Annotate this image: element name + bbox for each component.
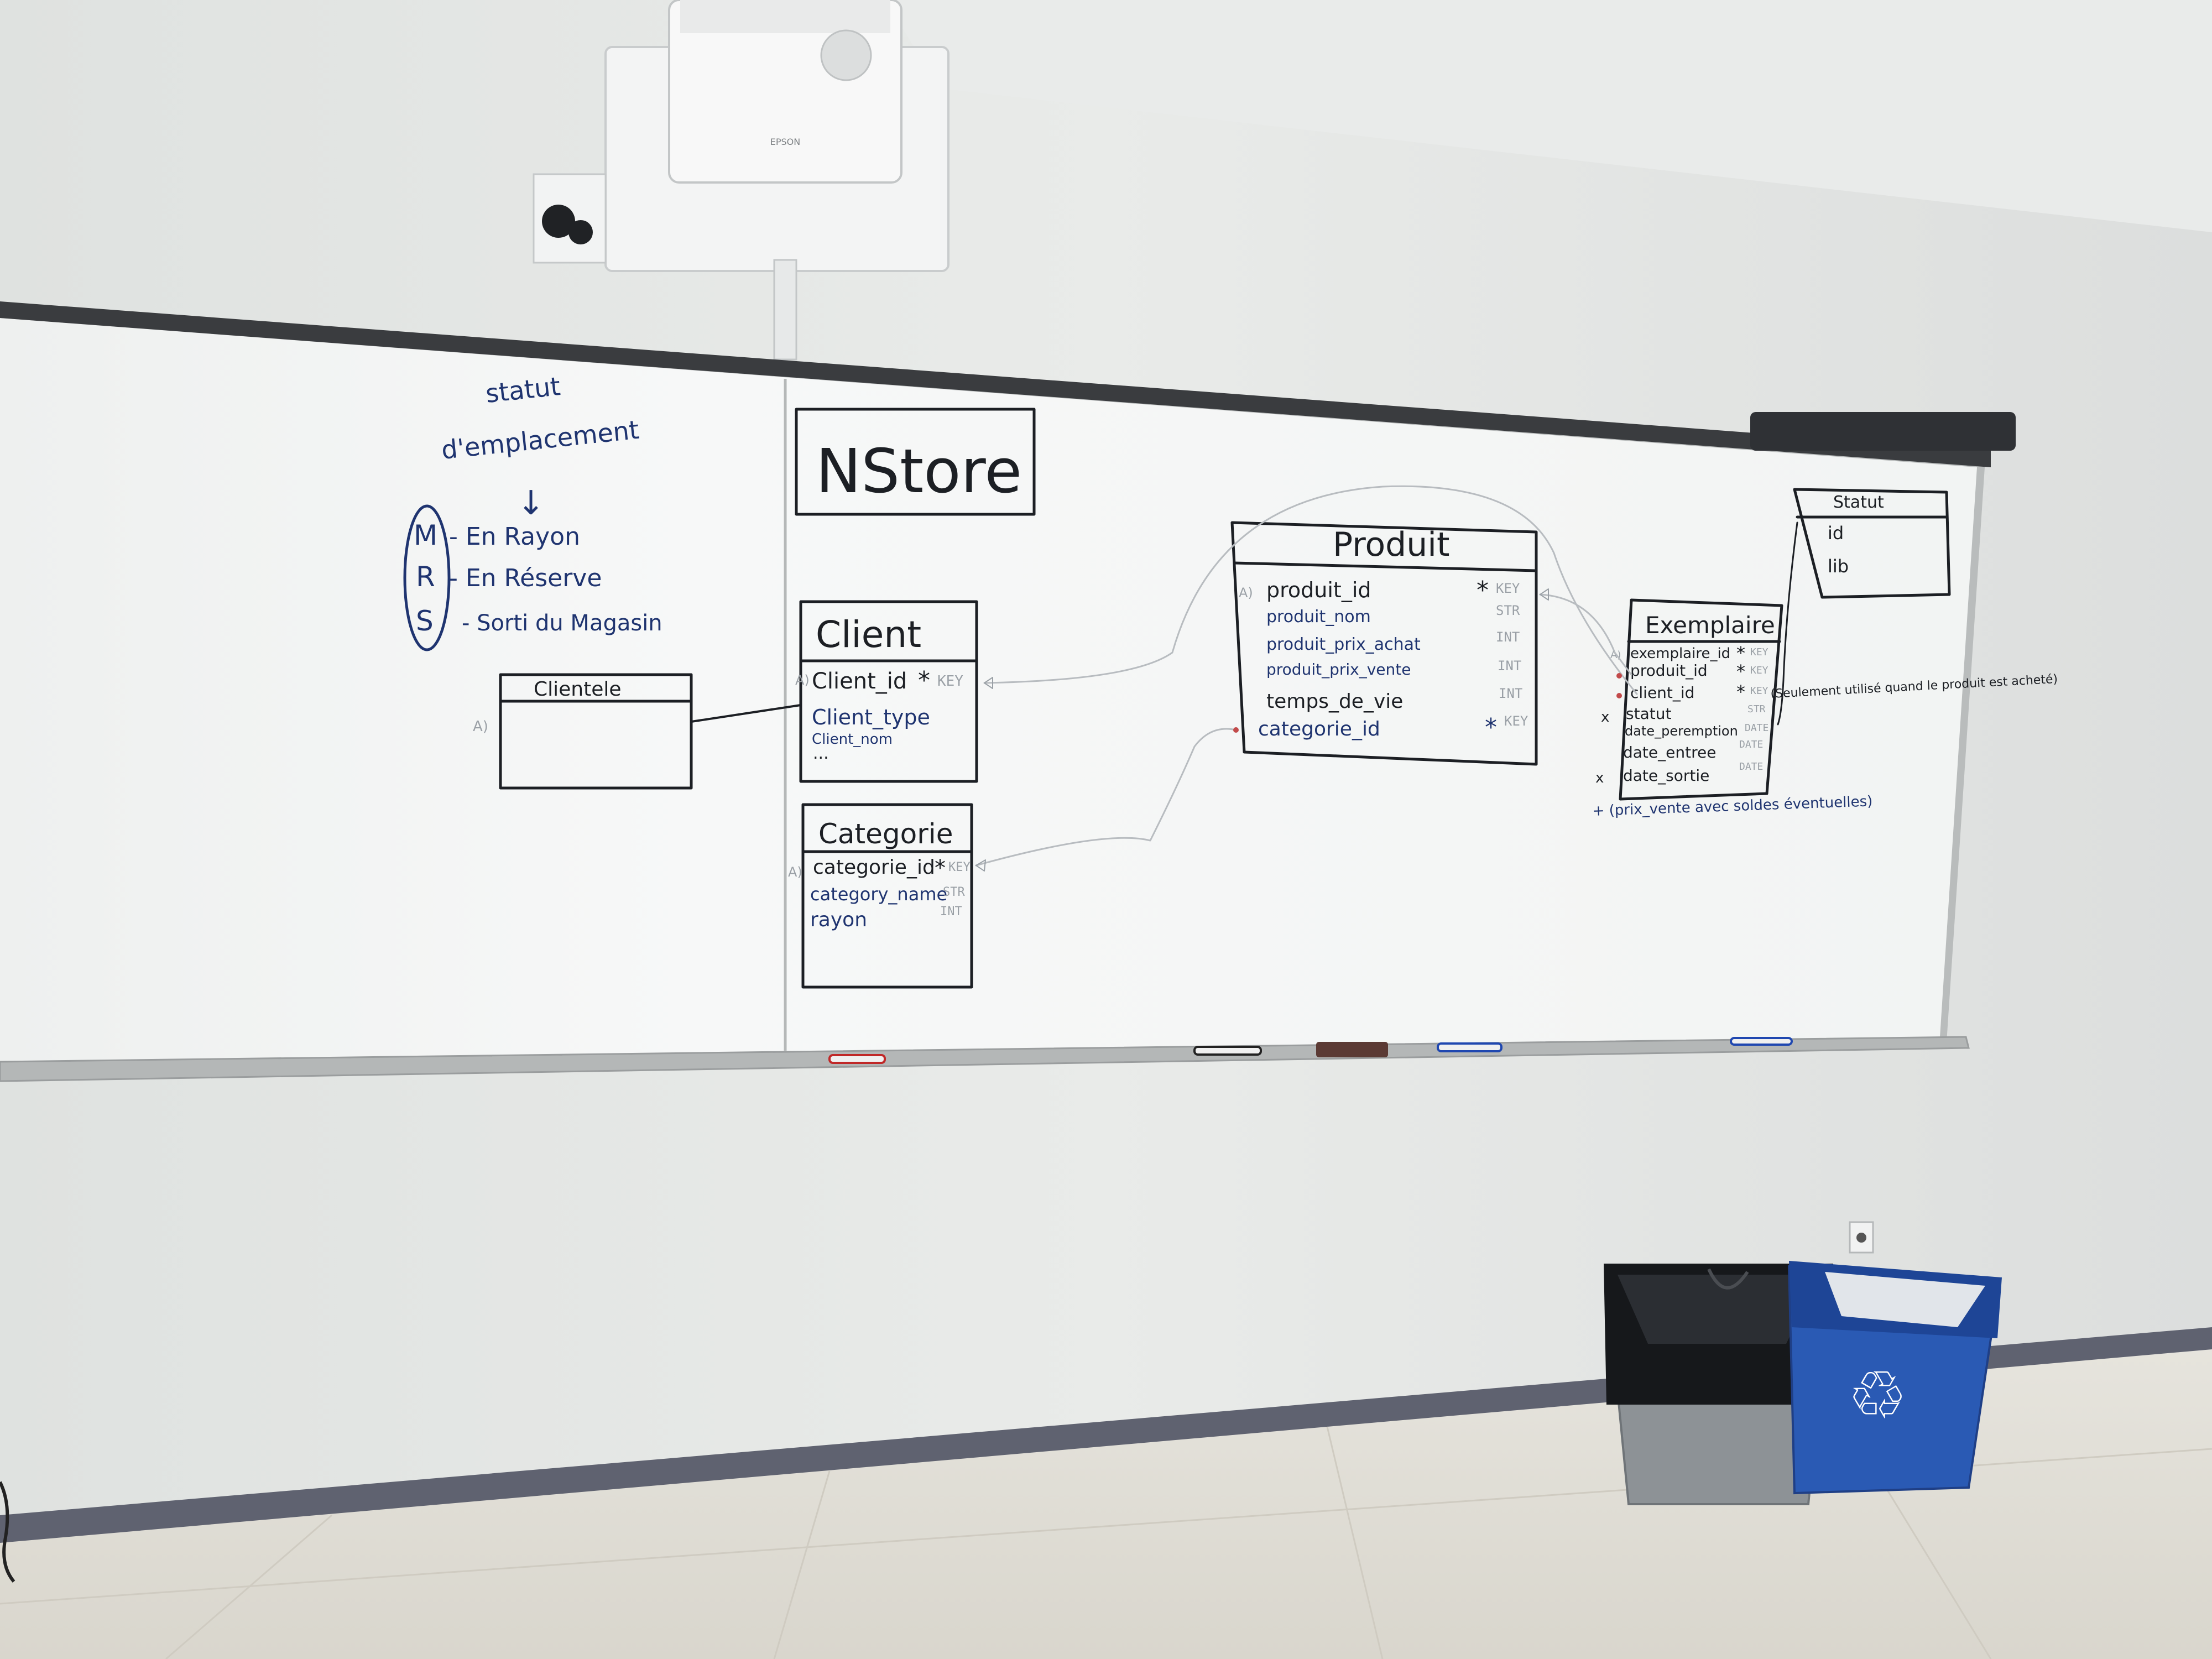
note-arrow: ↓ [517,484,545,523]
categorie-field-mark: * [935,855,946,881]
note-r-text: - En Réserve [449,564,602,592]
link-statut-exemplaire [1777,521,1798,726]
produit-field-name: categorie_id [1258,718,1380,740]
exemplaire-field-mark: * [1736,681,1745,702]
client-field-name: Client_type [812,705,930,729]
exemplaire-field-name: date_peremption [1625,723,1738,739]
categorie-field-type: KEY [948,860,971,874]
arrowhead-categorie [975,859,986,872]
connector-dot [1233,727,1239,733]
categorie-field-name: categorie_id [813,856,935,879]
exemplaire-field-type: KEY [1750,685,1768,697]
exemplaire-field-type: DATE [1745,722,1768,734]
categorie-field-type: STR [943,885,965,899]
exemplaire-field-name: date_entree [1623,743,1716,761]
categorie-ai: A) [788,864,802,880]
board-eraser [1750,412,2016,451]
client-field-mark: * [918,666,930,695]
link-produit-exemplaire [1539,593,1632,676]
arrowhead-client [984,677,993,689]
note-s-text: - Sorti du Magasin [462,611,662,636]
recycle-symbol: ♲ [1848,1358,1907,1434]
table-statut: Statut id lib [1793,488,1951,599]
note-m: M [414,519,437,551]
exemplaire-x-mark: x [1601,709,1609,726]
projector-brand: EPSON [770,137,800,147]
produit-ai: A) [1239,585,1253,601]
exemplaire-field-type: KEY [1750,646,1768,658]
recycling-bin: ♲ [1787,1261,2002,1495]
projector-mount: EPSON [604,0,950,361]
table-client: Client A) Client_id * KEY Client_type Cl… [795,600,978,783]
relationship-lines [690,485,1798,872]
exemplaire-field-name: client_id [1630,684,1694,702]
categorie-field-name: category_name [810,884,947,905]
exemplaire-field-name: exemplaire_id [1630,645,1730,662]
produit-field-name: produit_prix_achat [1266,635,1421,654]
statut-title: Statut [1833,493,1884,512]
exemplaire-field-type: STR [1747,703,1766,715]
exemplaire-field-mark: * [1736,661,1745,682]
note-r: R [416,561,435,593]
link-categorie-produit [975,728,1237,867]
produit-field-name: produit_nom [1266,607,1371,627]
exemplaire-x-mark: x [1595,770,1604,786]
produit-field-name: produit_prix_vente [1266,660,1411,679]
produit-field-type: INT [1499,686,1522,701]
whiteboard [0,301,2016,1082]
exemplaire-title: Exemplaire [1645,612,1775,639]
statut-field: id [1828,523,1844,544]
note-m-text: - En Rayon [449,523,580,551]
clientele-title: Clientele [534,678,622,701]
produit-field-type: KEY [1496,581,1520,596]
nstore-title: NStore [816,436,1022,507]
mrs-oval [403,504,451,651]
trash-bin [1604,1264,1833,1505]
produit-field-type: KEY [1504,713,1528,729]
link-client-exemplaire [983,485,1638,695]
wall-outlet-plug [533,173,607,264]
produit-field-mark: * [1485,713,1497,742]
table-categorie: Categorie A) categorie_id * KEY category… [788,803,973,989]
categorie-field-name: rayon [810,909,867,931]
produit-title: Produit [1333,525,1450,564]
cable [0,1481,15,1583]
produit-field-type: INT [1496,629,1520,645]
client-ai: A) [795,672,810,688]
exemplaire-field-name: statut [1626,705,1671,723]
nstore-title-box: NStore [795,408,1036,516]
clientele-ai: A) [473,718,488,735]
produit-field-type: INT [1498,658,1521,674]
exemplaire-field-name: produit_id [1630,661,1708,680]
floor-outlet [1849,1221,1874,1254]
produit-field-type: STR [1496,603,1520,618]
connector-dot [1616,673,1622,679]
categorie-field-type: INT [940,905,962,919]
exemplaire-field-mark: * [1736,643,1745,664]
client-field-name: ... [813,744,829,763]
exemplaire-field-name: date_sortie [1623,766,1709,785]
table-clientele: Clientele A) [473,673,693,790]
link-clientele-client [690,704,802,723]
client-title: Client [816,613,921,656]
note-s: S [416,605,434,637]
client-field-name: Client_nom [812,731,893,748]
markers-on-tray [828,1037,1793,1064]
produit-field-mark: * [1477,576,1489,604]
categorie-title: Categorie [818,818,953,850]
produit-field-name: produit_id [1266,578,1371,602]
table-produit: Produit A) produit_id * KEY produit_nom … [1230,521,1538,766]
exemplaire-field-type: DATE [1739,761,1763,773]
client-field-name: Client_id [812,669,907,694]
connector-dot [1616,693,1622,698]
statut-field: lib [1828,556,1849,577]
client-field-type: KEY [937,673,963,690]
arrowhead-produit [1540,588,1549,601]
produit-field-name: temps_de_vie [1266,690,1403,713]
exemplaire-field-type: KEY [1750,665,1768,676]
exemplaire-field-type: DATE [1739,739,1763,750]
